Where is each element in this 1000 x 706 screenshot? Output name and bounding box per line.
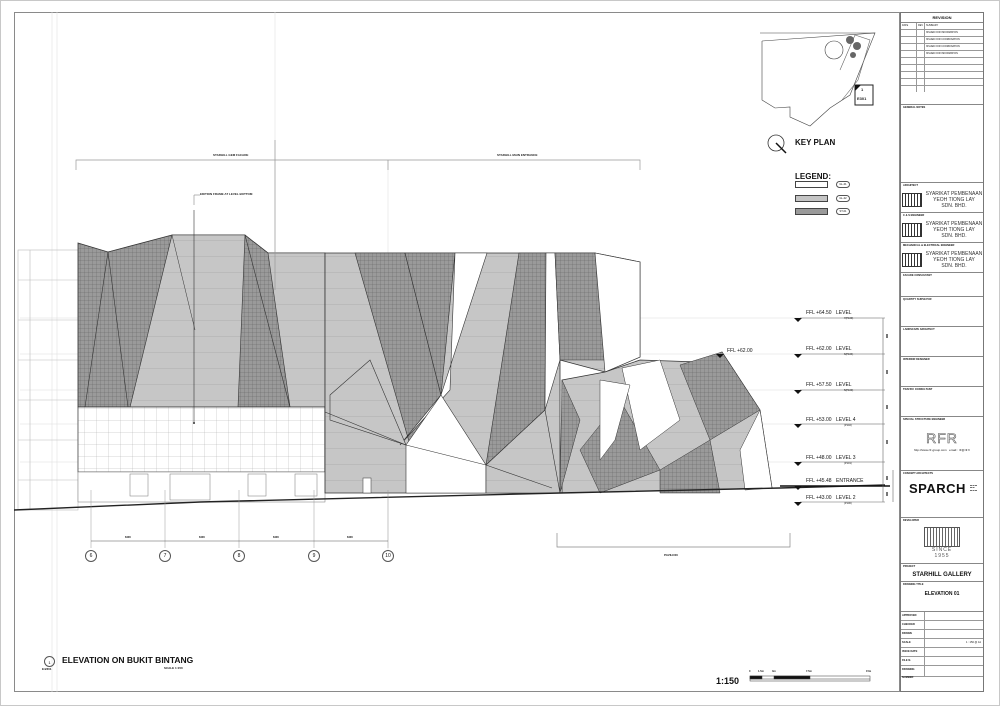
- revision-row: ISSUED FOR COORDINATION: [901, 37, 983, 44]
- interior-designer: INTERIOR DESIGNER: [901, 357, 983, 387]
- grid-dimension: 8400: [125, 536, 131, 539]
- consultant-me-engineer: MECHANICAL & ELECTRICAL ENGINEER SYARIKA…: [901, 243, 983, 273]
- scale-tick: 1.5m: [758, 670, 764, 673]
- scale-tick: 3m: [772, 670, 776, 673]
- traffic-consultant: TRAFFIC CONSULTANT: [901, 387, 983, 417]
- info-row: FILE N.: [901, 657, 983, 666]
- project: PROJECT STARHILL GALLERY: [901, 564, 983, 582]
- annotation-main-entrance: STARHILL MAIN ENTRANCE: [497, 153, 538, 157]
- revision-row: ISSUED FOR INFORMATION: [901, 30, 983, 37]
- ffl-marker: FFL +62.00: [727, 348, 753, 354]
- special-structure-engineer: SPECIAL STRUCTURE ENGINEER RFR http://ww…: [901, 417, 983, 471]
- developer: DEVELOPER SINCE 1955: [901, 518, 983, 564]
- concept-architects: CONCEPT ARCHITECTS SPARCH▬▬▬ ▬▬ ▬▬▬: [901, 471, 983, 518]
- drawing-scale-note: SCALE 1:150: [164, 666, 183, 670]
- scale-tick: 0: [749, 670, 751, 673]
- grid-dimension: 8400: [273, 536, 279, 539]
- ytl-developer-logo: SINCE 1955: [924, 527, 960, 559]
- legend-title: LEGEND:: [795, 172, 831, 181]
- info-row: CHECKED: [901, 621, 983, 630]
- callout-edition-frame: EDITION FRAME AT LEVEL BOTTOM: [200, 192, 253, 196]
- info-row: DRAWING NUMBER: [901, 666, 983, 679]
- info-row: ISSUE DATE: [901, 648, 983, 657]
- drawing-title-section: DRAWING TITLE ELEVATION 01: [901, 582, 983, 612]
- scale-bar-label: 1:150: [716, 676, 740, 686]
- sparch-logo: SPARCH: [909, 481, 966, 496]
- grid-bubble: 10: [382, 550, 394, 562]
- pavilion-label: PAVILION: [664, 553, 678, 557]
- grid-dimension: 8400: [347, 536, 353, 539]
- landscape-architect: LANDSCAPE ARCHITECT: [901, 327, 983, 357]
- grid-bubble: 8: [233, 550, 245, 562]
- title-block: REVISION DATE REV SUMMARY ISSUED FOR INF…: [900, 12, 984, 692]
- info-row: APPROVED: [901, 612, 983, 621]
- grid-bubble: 7: [159, 550, 171, 562]
- ytl-logo-icon: [901, 253, 922, 267]
- revision-header: DATE REV SUMMARY: [901, 23, 983, 30]
- annotation-gem-facade: STARHILL GEM FACADE: [213, 153, 249, 157]
- view-number-bubble: 1: [44, 656, 55, 667]
- drawing-title: ELEVATION ON BUKIT BINTANG: [62, 655, 194, 665]
- drawing-frame: [14, 12, 900, 692]
- info-row: DRAWN: [901, 630, 983, 639]
- general-notes: GENERAL NOTES: [901, 105, 983, 183]
- section-number: 1: [861, 87, 864, 92]
- scale-tick: 15m: [866, 670, 872, 673]
- section-ref: E301: [857, 96, 867, 101]
- legend-swatch-gl01: [795, 181, 828, 188]
- project-name: STARHILL GALLERY: [912, 572, 972, 578]
- grid-bubble: 6: [85, 550, 97, 562]
- legend-swatch-st01: [795, 208, 828, 215]
- key-plan-title: KEY PLAN: [795, 138, 836, 147]
- revision-title: REVISION: [901, 13, 983, 23]
- ytl-logo-icon: [901, 193, 922, 207]
- revision-row: ISSUED FOR COORDINATION: [901, 44, 983, 51]
- grid-bubble: 9: [308, 550, 320, 562]
- facade-consultant: FACADE CONSULTANT: [901, 273, 983, 297]
- legend-tag: GL-01: [836, 181, 850, 188]
- scale-tick: 7.5m: [806, 670, 812, 673]
- legend-swatch-gl02: [795, 195, 828, 202]
- revision-section: REVISION DATE REV SUMMARY ISSUED FOR INF…: [901, 13, 983, 105]
- drawing-title-name: ELEVATION 01: [924, 591, 960, 597]
- legend-tag: ST-01: [836, 208, 850, 215]
- view-ref: E4/301: [42, 667, 52, 671]
- rfr-logo: RFR: [926, 430, 958, 447]
- grid-dimension: 8400: [199, 536, 205, 539]
- revision-row: ISSUED FOR INFORMATION: [901, 51, 983, 58]
- ytl-logo-icon: [901, 223, 922, 237]
- legend-tag: GL-02: [836, 195, 850, 202]
- quantity-surveyor: QUANTITY SURVEYOR: [901, 297, 983, 327]
